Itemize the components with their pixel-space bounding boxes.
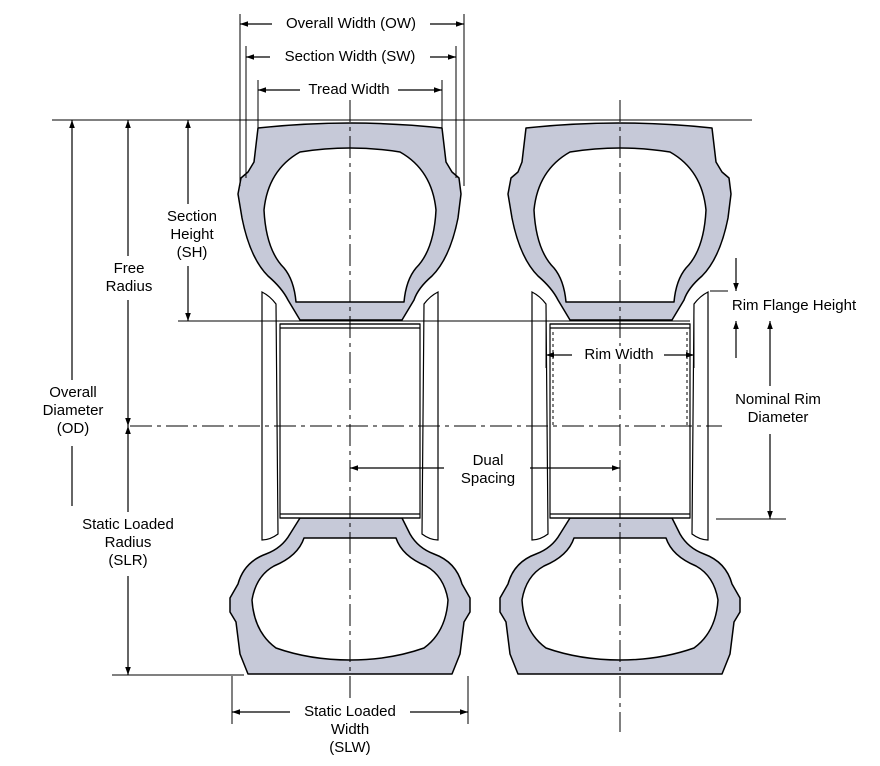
dimension-arrows [69,21,773,715]
tread-width-label: Tread Width [300,81,398,99]
centerlines [130,100,760,732]
section-height-label: Section Height (SH) [152,208,232,262]
right-top-tire [507,122,732,321]
rim-flange-height-label: Rim Flange Height [718,297,870,315]
static-loaded-width-label: Static Loaded Width (SLW) [290,703,410,757]
right-rim-flange-right [691,291,709,541]
rim-width-label: Rim Width [574,346,664,364]
right-rim-flange-left [531,291,549,541]
nominal-rim-diameter-label: Nominal Rim Diameter [722,391,834,427]
left-top-tire [237,122,462,321]
section-width-label: Section Width (SW) [270,48,430,66]
left-rim-flange-right [421,291,439,541]
static-loaded-radius-label: Static Loaded Radius (SLR) [62,516,194,570]
dual-spacing-label: Dual Spacing [446,452,530,488]
free-radius-label: Free Radius [94,260,164,296]
overall-width-label: Overall Width (OW) [272,15,430,33]
overall-diameter-label: Overall Diameter (OD) [28,384,118,438]
left-rim-flange-left [261,291,279,541]
extension-lines [52,14,786,724]
